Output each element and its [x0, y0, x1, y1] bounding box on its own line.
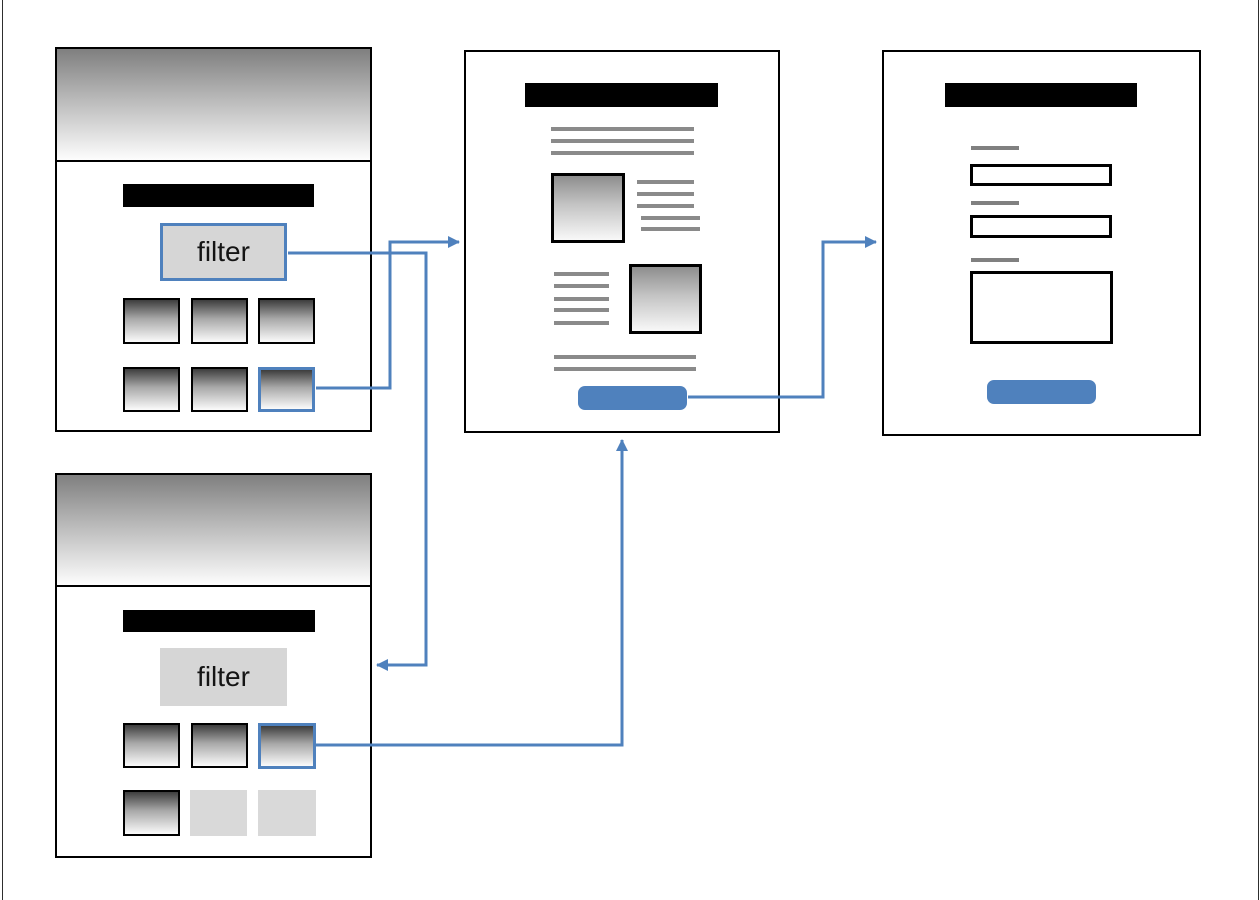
page-title-placeholder	[525, 83, 718, 107]
screen-detail-page	[464, 50, 780, 433]
text-line-placeholder	[551, 151, 694, 155]
page-title-placeholder	[945, 83, 1137, 107]
screen-filtered-list: filter	[55, 473, 372, 858]
header-image-placeholder	[57, 475, 370, 587]
text-line-placeholder	[554, 284, 609, 288]
page-title-placeholder	[123, 184, 314, 207]
page-title-placeholder	[123, 610, 315, 632]
text-input[interactable]	[970, 164, 1112, 186]
text-line-placeholder	[551, 139, 694, 143]
image-placeholder	[551, 173, 625, 243]
screen-form-page	[882, 50, 1201, 436]
thumbnail[interactable]	[258, 298, 315, 344]
canvas-border-left	[2, 0, 3, 900]
text-line-placeholder	[554, 355, 696, 359]
image-placeholder	[629, 264, 702, 334]
thumbnail-selected[interactable]	[258, 367, 315, 412]
header-image-placeholder	[57, 49, 370, 162]
field-label-placeholder	[971, 201, 1019, 205]
thumbnail[interactable]	[123, 298, 180, 344]
filter-button[interactable]: filter	[160, 648, 287, 706]
thumbnail[interactable]	[123, 790, 180, 836]
screen-product-list: filter	[55, 47, 372, 432]
thumbnail[interactable]	[191, 723, 248, 768]
text-line-placeholder	[641, 216, 700, 220]
thumbnail-selected[interactable]	[258, 723, 316, 769]
text-line-placeholder	[554, 308, 609, 312]
submit-button[interactable]	[987, 380, 1096, 404]
thumbnail[interactable]	[191, 367, 248, 412]
field-label-placeholder	[971, 146, 1019, 150]
thumbnail-empty	[190, 790, 247, 836]
text-line-placeholder	[554, 367, 696, 371]
text-line-placeholder	[554, 297, 609, 301]
thumbnail[interactable]	[123, 723, 180, 768]
text-line-placeholder	[637, 192, 694, 196]
text-line-placeholder	[554, 321, 609, 325]
text-line-placeholder	[641, 227, 700, 231]
thumbnail[interactable]	[191, 298, 248, 344]
textarea-input[interactable]	[970, 271, 1113, 344]
filter-button[interactable]: filter	[160, 223, 287, 281]
text-input[interactable]	[970, 215, 1112, 238]
text-line-placeholder	[551, 127, 694, 131]
thumbnail[interactable]	[123, 367, 180, 412]
canvas-border-right	[1258, 0, 1259, 900]
text-line-placeholder	[637, 204, 694, 208]
text-line-placeholder	[554, 272, 609, 276]
field-label-placeholder	[971, 258, 1019, 262]
text-line-placeholder	[637, 180, 694, 184]
cta-button[interactable]	[578, 386, 687, 410]
thumbnail-empty	[258, 790, 316, 836]
